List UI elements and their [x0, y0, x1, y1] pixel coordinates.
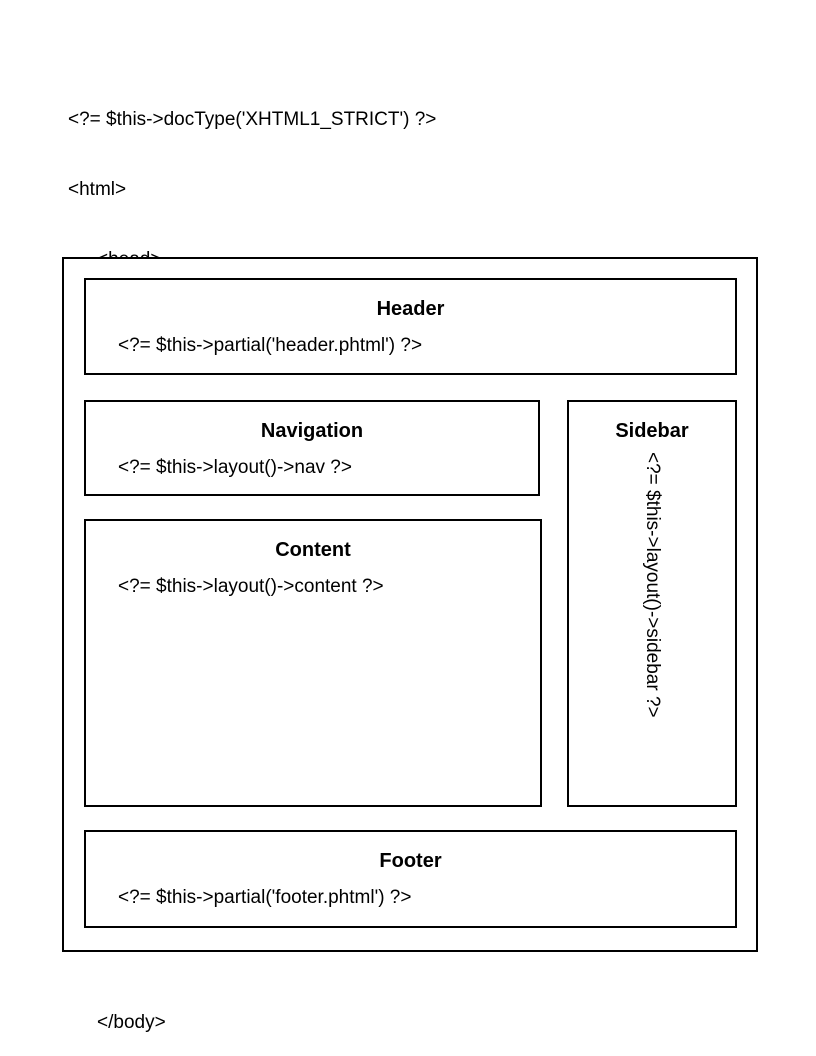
content-box-title: Content — [275, 539, 351, 561]
php-layout-code-bottom: </body> </html> — [68, 964, 166, 1056]
navigation-box: Navigation <?= $this->layout()->nav ?> — [84, 400, 540, 496]
sidebar-box-title: Sidebar — [615, 420, 689, 442]
code-line-doctype: <?= $this->docType('XHTML1_STRICT') ?> — [68, 108, 437, 130]
code-line-html-open: <html> — [68, 179, 127, 201]
sidebar-box-code: <?= $this->layout()->sidebar ?> — [642, 452, 663, 718]
header-box-title: Header — [376, 298, 445, 320]
navigation-box-code: <?= $this->layout()->nav ?> — [118, 457, 352, 478]
content-box: Content <?= $this->layout()->content ?> — [84, 519, 542, 807]
sidebar-box: Sidebar <?= $this->layout()->sidebar ?> — [567, 400, 737, 807]
footer-box-code: <?= $this->partial('footer.phtml') ?> — [118, 887, 412, 908]
header-box: Header <?= $this->partial('header.phtml'… — [84, 278, 737, 375]
header-box-code: <?= $this->partial('header.phtml') ?> — [118, 335, 423, 356]
navigation-box-title: Navigation — [260, 420, 364, 442]
footer-box: Footer <?= $this->partial('footer.phtml'… — [84, 830, 737, 928]
code-line-body-close: </body> — [97, 1011, 166, 1033]
content-box-code: <?= $this->layout()->content ?> — [118, 576, 384, 597]
footer-box-title: Footer — [379, 850, 442, 872]
